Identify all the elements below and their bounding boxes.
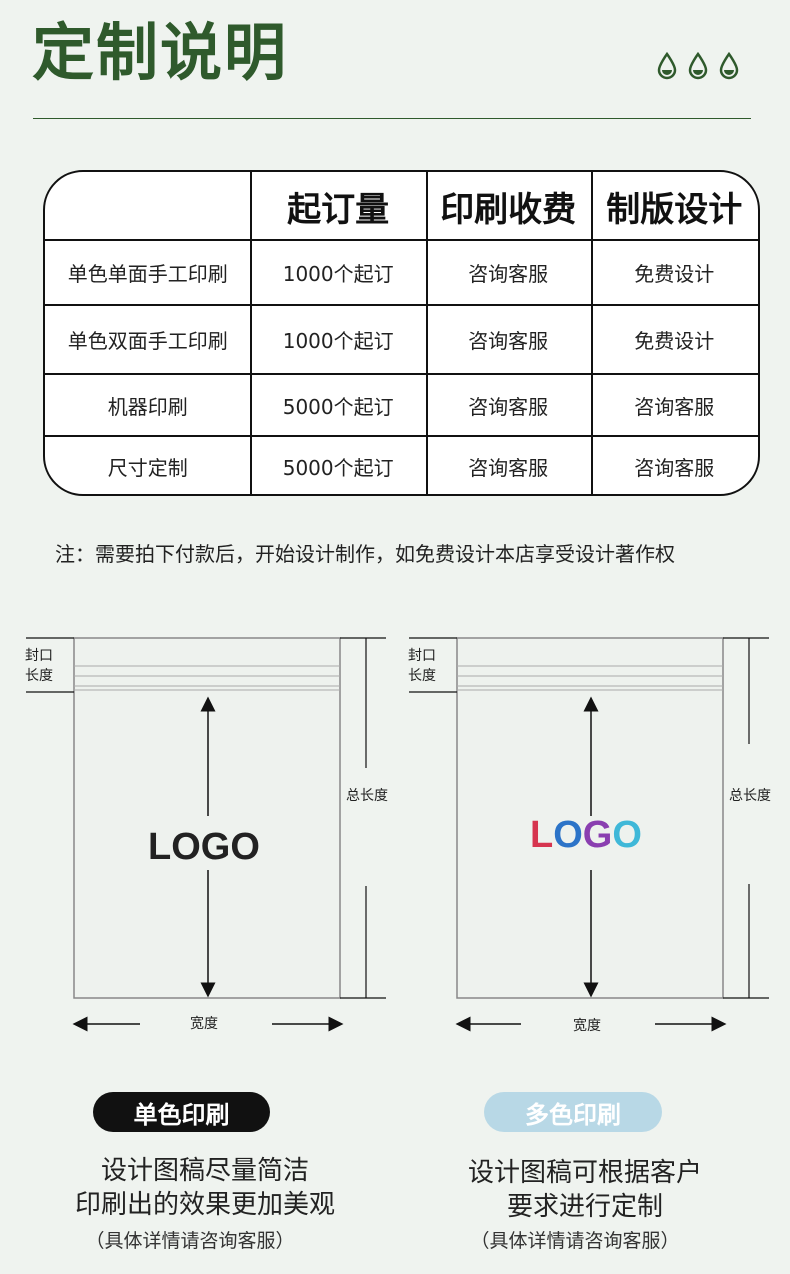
water-drop-icon bbox=[656, 52, 678, 80]
single-color-contact-note: （具体详情请咨询客服） bbox=[85, 1230, 295, 1252]
table-cell: 5000个起订 bbox=[282, 394, 394, 419]
table-header-cell: 起订量 bbox=[287, 189, 390, 230]
table-cell: 机器印刷 bbox=[107, 394, 188, 419]
logo-letter: O bbox=[612, 814, 642, 856]
width-label: 宽度 bbox=[573, 1018, 601, 1034]
table-cell: 单色双面手工印刷 bbox=[67, 329, 228, 353]
water-drop-icon bbox=[687, 52, 709, 80]
multi-color-badge: 多色印刷 bbox=[484, 1092, 662, 1132]
note-text: 注：需要拍下付款后，开始设计制作，如免费设计本店享受设计著作权 bbox=[55, 542, 675, 566]
pricing-table: 起订量 印刷收费 制版设计 单色单面手工印刷 1000个起订 咨询客服 免费设计… bbox=[43, 170, 760, 496]
table-cell: 咨询客服 bbox=[468, 329, 549, 353]
bag-diagram-single-color: 封口 长度 总长度 宽度 LOGO bbox=[20, 620, 400, 1050]
table-row: 单色双面手工印刷 1000个起订 咨询客服 免费设计 bbox=[45, 305, 758, 374]
bag-diagram-multi-color: 封口 长度 总长度 宽度 LOGO bbox=[403, 620, 783, 1050]
seal-length-label: 封口 长度 bbox=[408, 648, 436, 684]
table-cell: 1000个起订 bbox=[282, 262, 394, 286]
table-cell: 尺寸定制 bbox=[107, 455, 188, 480]
seal-length-label: 封口 长度 bbox=[25, 648, 53, 684]
table-cell: 单色单面手工印刷 bbox=[67, 262, 228, 286]
total-length-label: 总长度 bbox=[346, 788, 388, 804]
table-header-cell bbox=[45, 172, 250, 240]
table-row: 尺寸定制 5000个起订 咨询客服 咨询客服 bbox=[45, 436, 758, 494]
decoration-drops bbox=[656, 52, 740, 80]
table-header-cell: 印刷收费 bbox=[440, 189, 577, 230]
logo-letter: G bbox=[582, 814, 613, 856]
logo-letter: L bbox=[530, 814, 554, 856]
logo-placeholder-colored: LOGO bbox=[530, 814, 642, 857]
table-row: 单色单面手工印刷 1000个起订 咨询客服 免费设计 bbox=[45, 240, 758, 305]
total-length-label: 总长度 bbox=[729, 788, 771, 804]
table-cell: 咨询客服 bbox=[468, 262, 549, 286]
table-row: 机器印刷 5000个起订 咨询客服 咨询客服 bbox=[45, 374, 758, 436]
single-color-description: 设计图稿尽量简洁 印刷出的效果更加美观 bbox=[74, 1156, 335, 1220]
table-cell: 免费设计 bbox=[634, 329, 715, 353]
single-color-badge: 单色印刷 bbox=[93, 1092, 270, 1132]
table-header-row: 起订量 印刷收费 制版设计 bbox=[45, 172, 758, 240]
table-cell: 咨询客服 bbox=[468, 394, 549, 419]
table-cell: 咨询客服 bbox=[634, 394, 715, 419]
width-label: 宽度 bbox=[190, 1016, 218, 1032]
table-cell: 咨询客服 bbox=[468, 455, 549, 480]
water-drop-icon bbox=[718, 52, 740, 80]
bag-outline bbox=[409, 637, 769, 1032]
table-cell: 5000个起订 bbox=[282, 455, 394, 480]
title-divider bbox=[33, 118, 751, 119]
bag-outline bbox=[26, 637, 386, 1032]
table-cell: 1000个起订 bbox=[282, 329, 394, 353]
table-cell: 免费设计 bbox=[634, 262, 715, 286]
logo-placeholder: LOGO bbox=[148, 826, 260, 868]
logo-letter: O bbox=[553, 814, 583, 856]
table-header-cell: 制版设计 bbox=[606, 189, 743, 230]
page-title: 定制说明 bbox=[32, 16, 289, 89]
multi-color-description: 设计图稿可根据客户 要求进行定制 bbox=[467, 1158, 702, 1222]
table-cell: 咨询客服 bbox=[634, 455, 715, 480]
multi-color-contact-note: （具体详情请咨询客服） bbox=[470, 1230, 680, 1252]
